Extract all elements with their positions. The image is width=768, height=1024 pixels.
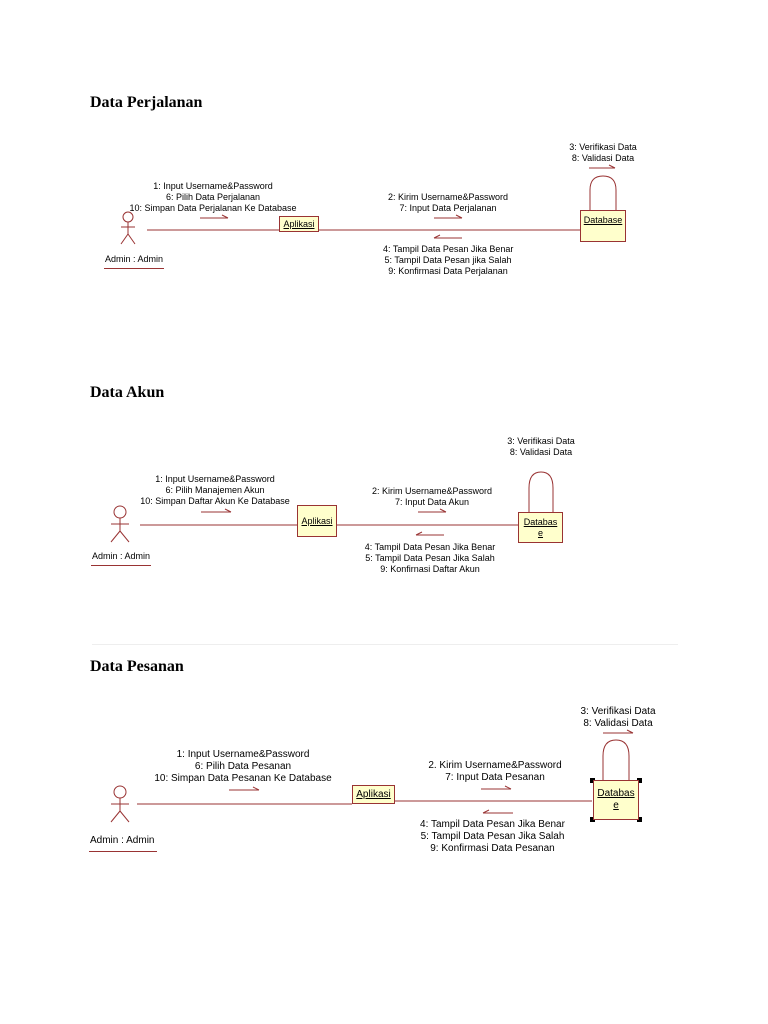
message: 3: Verifikasi Data bbox=[507, 436, 575, 446]
messages-app-to-db: 2. Kirim Username&Password 7: Input Data… bbox=[420, 760, 570, 784]
selection-handles bbox=[590, 778, 642, 822]
actor-label: Admin : Admin bbox=[105, 254, 164, 264]
arrow-left-icon bbox=[415, 531, 444, 536]
message: 10: Simpan Data Perjalanan Ke Database bbox=[129, 203, 297, 213]
message: 5: Tampil Data Pesan jika Salah bbox=[384, 255, 512, 265]
message: 2: Kirim Username&Password bbox=[388, 192, 509, 202]
message: 2: Kirim Username&Password bbox=[371, 486, 493, 496]
app-object-label: Aplikasi bbox=[356, 789, 391, 800]
arrow-right-icon bbox=[481, 785, 512, 790]
messages-db-self: 3: Verifikasi Data 8: Validasi Data bbox=[576, 706, 660, 730]
message: 1: Input Username&Password bbox=[153, 181, 273, 191]
message: 1: Input Username&Password bbox=[176, 749, 310, 760]
actor-figure bbox=[110, 785, 130, 823]
messages-db-to-app: 4: Tampil Data Pesan Jika Benar 5: Tampi… bbox=[415, 819, 570, 855]
database-object-label: e bbox=[613, 800, 619, 811]
database-object-box[interactable]: Database bbox=[580, 210, 626, 242]
actor-figure bbox=[110, 505, 130, 543]
section-divider bbox=[92, 644, 678, 645]
message: 7: Input Data Perjalanan bbox=[399, 203, 497, 213]
section-1-graphics bbox=[120, 164, 617, 245]
arrow-left-icon bbox=[482, 809, 513, 814]
message: 1: Input Username&Password bbox=[155, 474, 275, 484]
actor-label: Admin : Admin bbox=[90, 835, 155, 846]
app-object-label: Aplikasi bbox=[283, 218, 315, 229]
app-object-box[interactable]: Aplikasi bbox=[297, 505, 337, 537]
section-title: Data Pesanan bbox=[90, 658, 184, 675]
arrow-right-icon bbox=[201, 508, 232, 513]
database-object-label: e bbox=[537, 527, 543, 538]
message: 7: Input Data Akun bbox=[394, 497, 470, 507]
message: 8: Validasi Data bbox=[509, 447, 573, 457]
message: 6: Pilih Data Perjalanan bbox=[165, 192, 261, 202]
section-title: Data Akun bbox=[90, 384, 165, 401]
database-object-label: Databas bbox=[597, 788, 635, 799]
database-object-box[interactable]: Databas e bbox=[518, 512, 563, 543]
arrow-right-icon bbox=[200, 214, 229, 219]
arrow-left-icon bbox=[433, 234, 462, 239]
arrow-right-icon bbox=[589, 164, 616, 169]
message: 10: Simpan Data Pesanan Ke Database bbox=[154, 773, 332, 784]
section-3-graphics bbox=[110, 729, 634, 823]
database-object-label: Databas bbox=[523, 516, 558, 527]
messages-actor-to-app: 1: Input Username&Password 6: Pilih Data… bbox=[128, 181, 298, 214]
messages-db-self: 3: Verifikasi Data 8: Validasi Data bbox=[565, 142, 641, 164]
messages-db-to-app: 4: Tampil Data Pesan Jika Benar 5: Tampi… bbox=[383, 244, 513, 277]
message: 5: Tampil Data Pesan Jika Salah bbox=[420, 831, 565, 842]
message: 9: Konfirnasi Daftar Akun bbox=[380, 564, 480, 574]
message: 9: Konfirmasi Data Perjalanan bbox=[388, 266, 508, 276]
arrow-right-icon bbox=[434, 214, 463, 219]
self-loop bbox=[589, 175, 617, 210]
message: 3: Verifikasi Data bbox=[569, 142, 637, 152]
app-object-box[interactable]: Aplikasi bbox=[279, 216, 319, 232]
actor-underline bbox=[91, 565, 151, 566]
app-object-box[interactable]: Aplikasi bbox=[352, 785, 395, 804]
messages-app-to-db: 2: Kirim Username&Password 7: Input Data… bbox=[388, 192, 508, 214]
message: 4: Tampil Data Pesan Jika Benar bbox=[383, 244, 514, 254]
message: 6: Pilih Manajemen Akun bbox=[165, 485, 265, 495]
actor-label: Admin : Admin bbox=[92, 551, 151, 561]
message: 8: Validasi Data bbox=[583, 718, 653, 729]
message: 2. Kirim Username&Password bbox=[428, 760, 562, 771]
message: 6: Pilih Data Pesanan bbox=[194, 761, 292, 772]
actor-underline bbox=[104, 268, 164, 269]
app-object-label: Aplikasi bbox=[301, 515, 333, 526]
messages-app-to-db: 2: Kirim Username&Password 7: Input Data… bbox=[367, 486, 497, 508]
messages-db-to-app: 4: Tampil Data Pesan Jika Benar 5: Tampi… bbox=[360, 542, 500, 575]
arrow-right-icon bbox=[229, 786, 260, 791]
message: 4: Tampil Data Pesan Jika Benar bbox=[420, 819, 565, 830]
message: 3: Verifikasi Data bbox=[580, 706, 656, 717]
actor-underline bbox=[89, 851, 157, 852]
actor-figure bbox=[120, 211, 136, 245]
database-object-label: Database bbox=[583, 215, 623, 225]
message: 5: Tampil Data Pesan Jika Salah bbox=[365, 553, 495, 563]
message: 10: Simpan Daftar Akun Ke Database bbox=[140, 496, 290, 506]
self-loop bbox=[528, 471, 554, 512]
message: 8: Validasi Data bbox=[571, 153, 635, 163]
messages-actor-to-app: 1: Input Username&Password 6: Pilih Data… bbox=[153, 749, 333, 785]
self-loop bbox=[602, 739, 630, 780]
arrow-right-icon bbox=[418, 508, 447, 513]
section-2-graphics bbox=[110, 471, 554, 543]
message: 7: Input Data Pesanan bbox=[445, 772, 545, 783]
messages-db-self: 3: Verifikasi Data 8: Validasi Data bbox=[503, 436, 579, 458]
section-title: Data Perjalanan bbox=[90, 94, 203, 111]
message: 9: Konfirmasi Data Pesanan bbox=[430, 843, 555, 854]
message: 4: Tampil Data Pesan Jika Benar bbox=[364, 542, 496, 552]
arrow-right-icon bbox=[603, 729, 634, 734]
messages-actor-to-app: 1: Input Username&Password 6: Pilih Mana… bbox=[135, 474, 295, 507]
database-object-box[interactable]: Databas e bbox=[593, 780, 639, 820]
